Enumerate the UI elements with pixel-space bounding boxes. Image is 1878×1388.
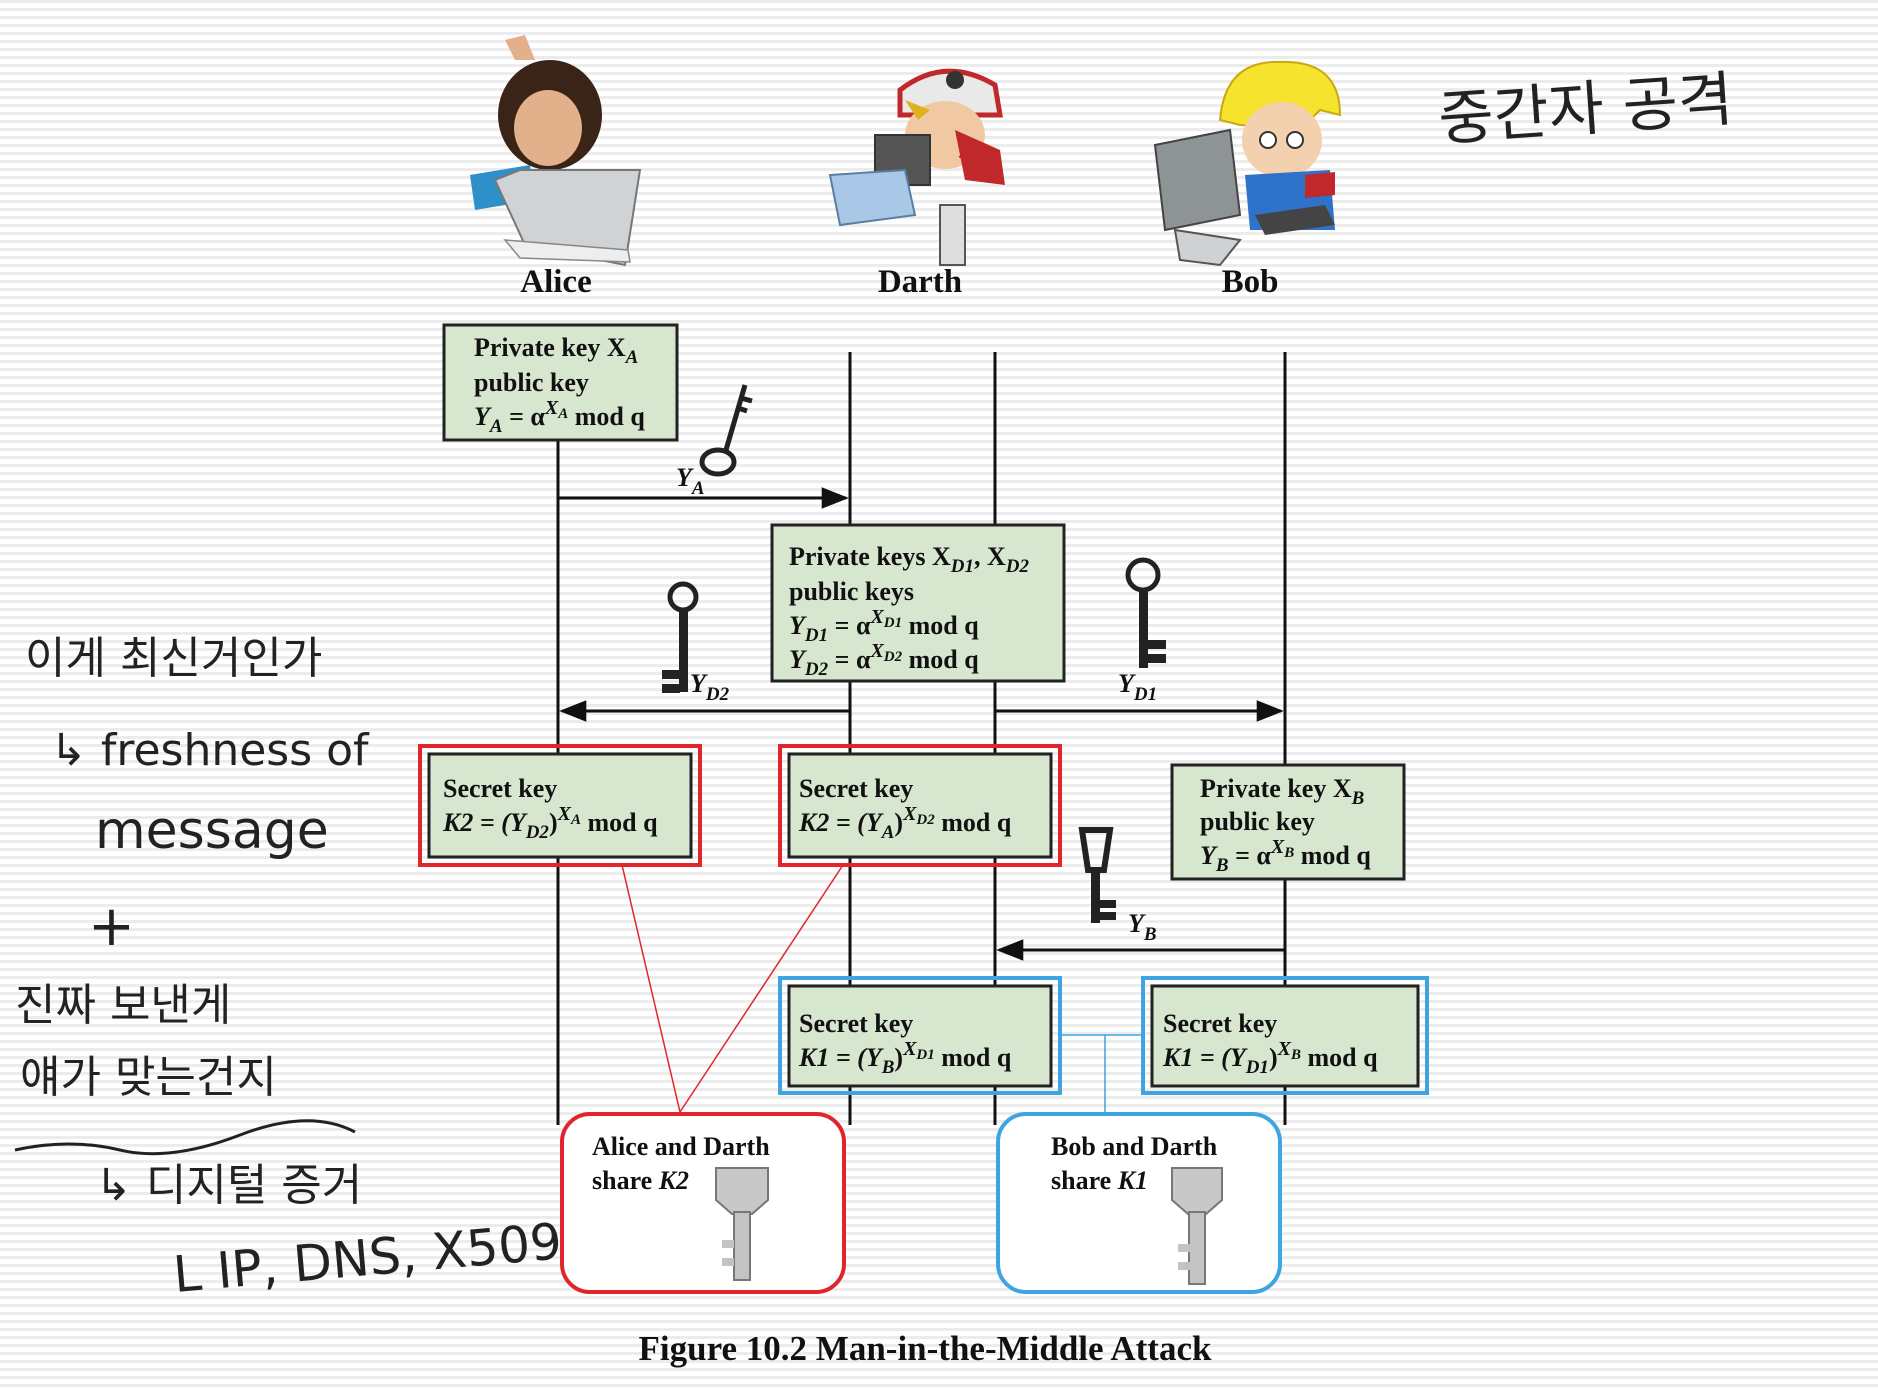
annotation-line-4: 진짜 보낸게 (15, 980, 231, 1031)
svg-text:YA = αXA mod q: YA = αXA mod q (474, 397, 645, 437)
svg-text:public key: public key (474, 368, 589, 397)
key-icon (1078, 827, 1116, 923)
annotation-line-3: message (95, 801, 329, 861)
svg-text:Private key XA: Private key XA (474, 333, 638, 368)
alice-private-key-box: Private key XA public key YA = αXA mod q (442, 323, 679, 442)
alice-illustration: Alice (470, 35, 642, 300)
svg-text:K1 = (YB)XD1 mod q: K1 = (YB)XD1 mod q (798, 1038, 1012, 1078)
message-ya-label: YA (676, 463, 705, 499)
actor-alice-label: Alice (520, 264, 591, 300)
message-yb-label: YB (1128, 909, 1157, 945)
svg-text:K2 = (YD2)XA mod q: K2 = (YD2)XA mod q (442, 803, 658, 843)
annotation-line-2: ↳ freshness of (50, 725, 370, 776)
svg-text:share K1: share K1 (1051, 1166, 1148, 1195)
actor-darth-label: Darth (878, 264, 962, 300)
annotation-line-5: 얘가 맞는건지 (20, 1052, 277, 1103)
darth-secret-k2-box: Secret key K2 = (YA)XD2 mod q (778, 744, 1062, 867)
annotation-line-1: 이게 최신거인가 (25, 633, 322, 684)
annotation-line-7: L IP, DNS, X509 (171, 1212, 564, 1304)
figure-caption: Figure 10.2 Man-in-the-Middle Attack (639, 1329, 1212, 1368)
key-icon (1125, 557, 1166, 668)
key-icon (662, 581, 699, 693)
annotation-plus: + (88, 894, 135, 959)
key-icon (715, 1167, 769, 1281)
svg-text:Secret key: Secret key (799, 774, 913, 803)
alice-darth-share-k2: Alice and Darth share K2 (560, 1112, 846, 1294)
svg-text:K1 = (YD1)XB mod q: K1 = (YD1)XB mod q (1162, 1038, 1378, 1078)
alice-secret-key-box: Secret key K2 = (YD2)XA mod q (418, 744, 702, 867)
svg-text:YD1 = αXD1 mod q: YD1 = αXD1 mod q (789, 606, 979, 646)
annotation-underline (14, 1119, 356, 1156)
svg-text:public keys: public keys (789, 577, 914, 606)
svg-text:Secret key: Secret key (1163, 1009, 1277, 1038)
svg-text:YB = αXB mod q: YB = αXB mod q (1200, 836, 1371, 876)
darth-private-keys-box: Private keys XD1, XD2 public keys YD1 = … (770, 523, 1066, 683)
svg-text:Alice and Darth: Alice and Darth (592, 1132, 770, 1161)
k1-connectors (1060, 1034, 1143, 1112)
key-icon (699, 384, 753, 477)
svg-text:Secret key: Secret key (799, 1009, 913, 1038)
message-yd2-label: YD2 (690, 669, 730, 705)
svg-text:share K2: share K2 (592, 1166, 689, 1195)
svg-text:Private key XB: Private key XB (1200, 774, 1364, 809)
svg-text:Bob and Darth: Bob and Darth (1051, 1132, 1218, 1161)
message-yd1-label: YD1 (1118, 669, 1157, 705)
svg-text:Secret key: Secret key (443, 774, 557, 803)
k2-connectors (621, 864, 844, 1113)
svg-text:Private keys XD1, XD2: Private keys XD1, XD2 (789, 542, 1029, 577)
darth-illustration: Darth (828, 68, 1005, 300)
key-icon (1171, 1167, 1223, 1285)
darth-secret-k1-box: Secret key K1 = (YB)XD1 mod q (778, 976, 1062, 1095)
bob-illustration: Bob (1153, 60, 1342, 300)
actor-bob-label: Bob (1222, 264, 1279, 300)
svg-text:public key: public key (1200, 807, 1315, 836)
svg-text:YD2 = αXD2 mod q: YD2 = αXD2 mod q (789, 640, 979, 680)
annotation-title: 중간자 공격 (1436, 65, 1735, 155)
bob-private-key-box: Private key XB public key YB = αXB mod q (1170, 763, 1406, 881)
annotation-line-6: ↳ 디지털 증거 (95, 1160, 362, 1211)
svg-text:K2 = (YA)XD2 mod q: K2 = (YA)XD2 mod q (798, 803, 1012, 843)
bob-secret-key-box: Secret key K1 = (YD1)XB mod q (1141, 976, 1429, 1095)
message-arrows (558, 487, 1285, 961)
bob-darth-share-k1: Bob and Darth share K1 (996, 1112, 1282, 1294)
